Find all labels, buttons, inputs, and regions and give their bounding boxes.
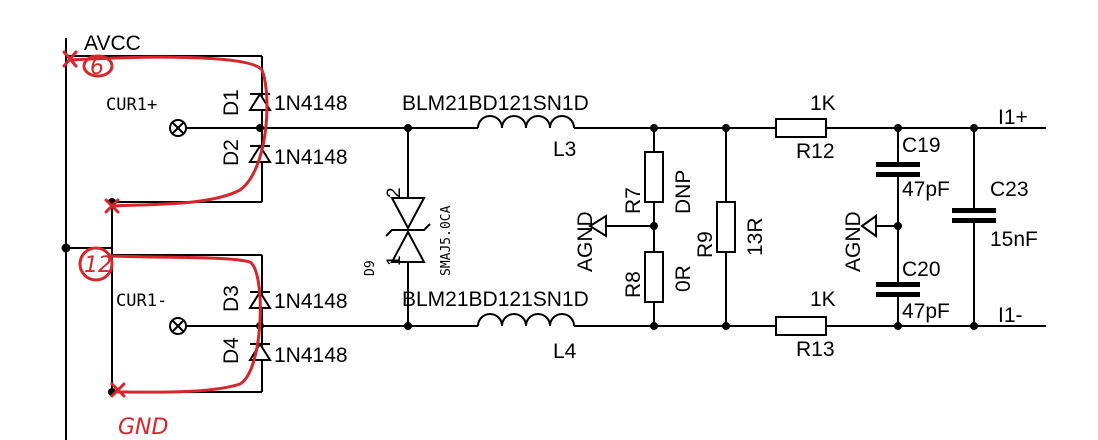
ink-cross-bottom — [110, 382, 126, 398]
tvs-d9: 2 1 D9 SMAJ5.0CA — [363, 128, 454, 326]
agnd-right-label: AGND — [842, 211, 865, 272]
r13-value: 1K — [810, 288, 836, 311]
r9-value: 13R — [744, 217, 767, 256]
ink-loop-bottom — [108, 254, 262, 394]
l4-value: BLM21BD121SN1D — [402, 288, 589, 311]
resistor-r7: R7 DNP — [622, 128, 695, 226]
i1-minus-label: I1- — [998, 304, 1023, 327]
d9-pin2: 2 — [384, 187, 405, 198]
r13-ref: R13 — [796, 338, 835, 361]
agnd-symbol-top: AGND — [574, 211, 654, 272]
r7-ref: R7 — [622, 187, 645, 214]
d9-pin1: 1 — [384, 255, 405, 266]
c20-value: 47pF — [902, 300, 950, 323]
l3-value: BLM21BD121SN1D — [402, 92, 589, 115]
ink-circle-mid — [78, 246, 114, 282]
d4-value: 1N4148 — [274, 344, 348, 367]
ink-mark-mid: 12 — [84, 253, 112, 278]
c23-value: 15nF — [990, 228, 1038, 251]
d9-value: SMAJ5.0CA — [439, 205, 454, 276]
capacitor-c19: C19 47pF — [876, 128, 950, 226]
d9-ref: D9 — [363, 260, 378, 276]
d4-ref: D4 — [220, 337, 243, 364]
diode-d1: D1 1N4148 — [220, 89, 348, 116]
c19-ref: C19 — [902, 134, 941, 157]
handwritten-annotations: 6 12 GND — [62, 50, 269, 440]
r7-value: DNP — [672, 170, 695, 214]
l4-ref: L4 — [553, 340, 577, 363]
connector-cur1-minus: CUR1- — [116, 291, 408, 335]
cur1-minus-label: CUR1- — [116, 291, 167, 311]
diode-d2: D2 1N4148 — [220, 139, 348, 169]
d1-ref: D1 — [220, 89, 243, 116]
r8-value: 0R — [672, 265, 695, 292]
ink-mark-top: 6 — [90, 55, 104, 80]
agnd-symbol-right: AGND — [842, 211, 898, 272]
resistor-r13: 1K R13 — [775, 288, 836, 361]
d2-value: 1N4148 — [274, 146, 348, 169]
d1-value: 1N4148 — [274, 92, 348, 115]
capacitor-c23: C23 15nF — [952, 128, 1038, 326]
l3-ref: L3 — [553, 138, 576, 161]
i1-plus-label: I1+ — [998, 106, 1028, 129]
cur1-plus-label: CUR1+ — [106, 95, 157, 115]
ink-gnd-label: GND — [118, 415, 168, 440]
r12-ref: R12 — [796, 140, 835, 163]
ink-cross-mid — [104, 198, 120, 214]
agnd-top-label: AGND — [574, 211, 597, 272]
inductor-l4: BLM21BD121SN1D L4 — [402, 288, 974, 363]
connector-cur1-plus: CUR1+ — [106, 95, 408, 137]
inductor-l3: BLM21BD121SN1D L3 — [402, 92, 974, 161]
r8-ref: R8 — [622, 271, 645, 298]
c20-ref: C20 — [902, 258, 941, 281]
capacitor-c20: C20 47pF — [876, 226, 950, 326]
resistor-r12: 1K R12 — [775, 92, 836, 163]
d3-value: 1N4148 — [274, 290, 348, 313]
resistor-r8: R8 0R — [622, 226, 695, 326]
r9-ref: R9 — [694, 231, 717, 258]
diode-d4: D4 1N4148 — [220, 337, 348, 367]
ink-loop-top — [68, 55, 269, 208]
ink-circle-top — [82, 54, 114, 78]
d3-ref: D3 — [220, 285, 243, 312]
avcc-label: AVCC — [84, 32, 141, 55]
resistor-r9: R9 13R — [694, 128, 767, 326]
r12-value: 1K — [810, 92, 836, 115]
c19-value: 47pF — [902, 178, 950, 201]
c23-ref: C23 — [990, 178, 1029, 201]
d2-ref: D2 — [220, 139, 243, 166]
diode-d3: D3 1N4148 — [220, 285, 348, 313]
